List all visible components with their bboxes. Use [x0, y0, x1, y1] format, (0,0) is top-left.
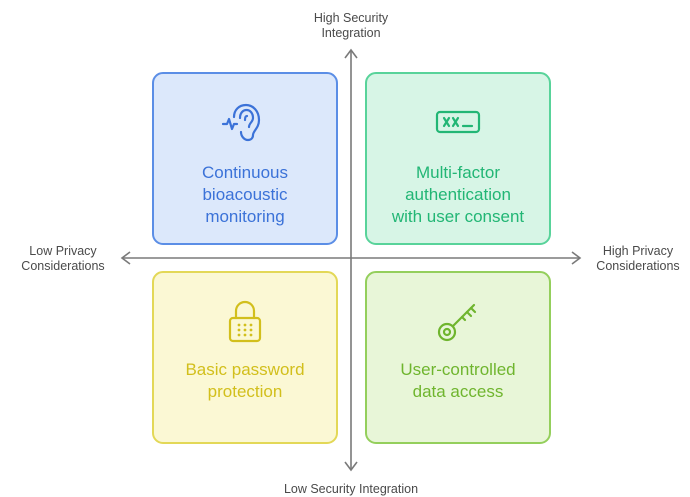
- quadrant-text-line: Multi-factor: [415, 163, 501, 182]
- axis-label-line: Integration: [321, 26, 381, 40]
- quadrant-multi-factor-authentication: Multi-factor authentication with user co…: [365, 72, 551, 245]
- axis-label-high-security: High Security Integration: [295, 11, 407, 41]
- quadrant-text-line: data access: [412, 382, 504, 401]
- quadrant-text-line: Continuous: [201, 163, 288, 182]
- quadrant-basic-password-protection: Basic password protection: [152, 271, 338, 444]
- quadrant-continuous-bioacoustic-monitoring: Continuous bioacoustic monitoring: [152, 72, 338, 245]
- quadrant-text-line: authentication: [405, 185, 511, 204]
- quadrant-text-line: User-controlled: [400, 360, 516, 379]
- vertical-axis-arrow-top: [344, 48, 358, 59]
- quadrant-text: Continuous bioacoustic monitoring: [154, 162, 336, 228]
- axis-label-low-security: Low Security Integration: [255, 482, 447, 497]
- ear-sound-icon: [221, 103, 261, 142]
- key-icon: [437, 303, 477, 342]
- axis-label-line: High Security: [313, 11, 389, 25]
- axis-label-line: High Privacy: [602, 244, 674, 258]
- quadrant-text: Multi-factor authentication with user co…: [367, 162, 549, 228]
- axis-label-low-privacy: Low Privacy Considerations: [8, 244, 118, 274]
- quadrant-text-line: monitoring: [205, 207, 285, 226]
- quadrant-text: User-controlled data access: [367, 359, 549, 403]
- axis-label-line: Considerations: [21, 259, 105, 273]
- axis-label-high-privacy: High Privacy Considerations: [586, 244, 690, 274]
- axis-label-line: Low Privacy: [29, 244, 97, 258]
- quadrant-text-line: bioacoustic: [202, 185, 288, 204]
- lock-icon: [228, 300, 262, 343]
- axis-label-line: Low Security Integration: [283, 482, 419, 496]
- password-field-icon: [435, 110, 481, 134]
- quadrant-user-controlled-data-access: User-controlled data access: [365, 271, 551, 444]
- quadrant-text-line: protection: [207, 382, 283, 401]
- axis-label-line: Considerations: [596, 259, 680, 273]
- horizontal-axis-arrow-right: [571, 251, 582, 265]
- horizontal-axis-arrow-left: [120, 251, 131, 265]
- vertical-axis-arrow-bottom: [344, 461, 358, 472]
- quadrant-text-line: Basic password: [185, 360, 305, 379]
- quadrant-text-line: with user consent: [391, 207, 525, 226]
- quadrant-text: Basic password protection: [154, 359, 336, 403]
